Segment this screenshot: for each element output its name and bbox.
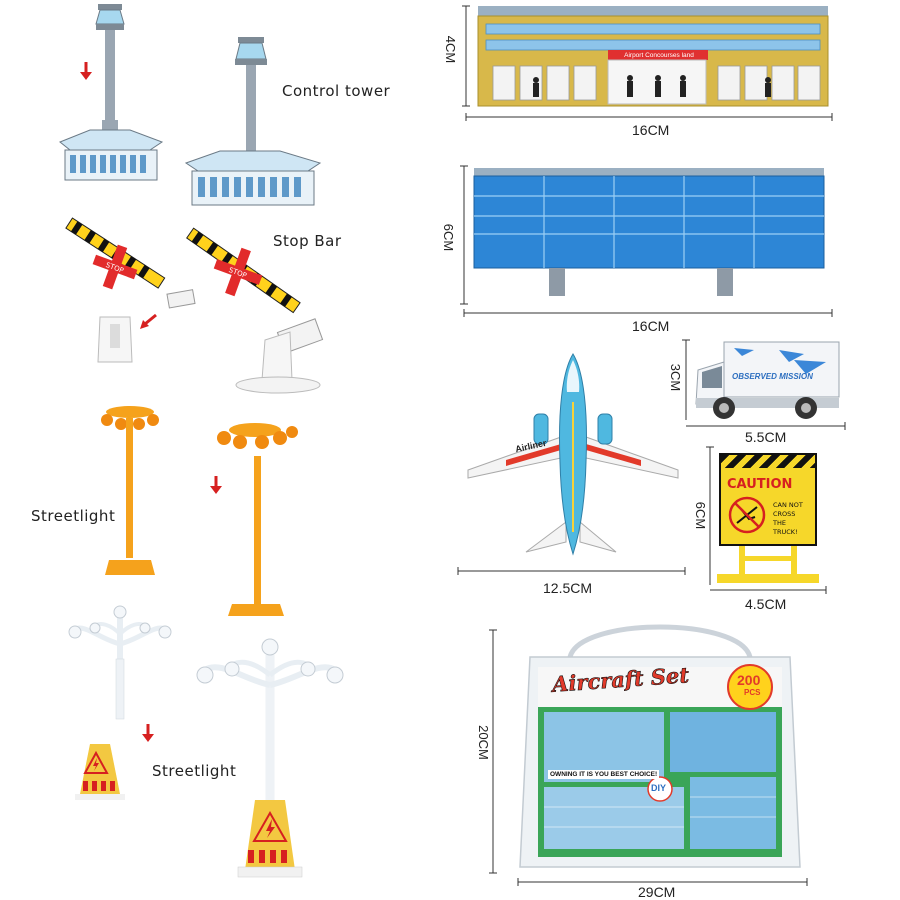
caution-dimension-lines <box>706 446 827 594</box>
caution-line-2: CROSS <box>773 510 796 518</box>
blue-building-width-label: 16CM <box>632 318 670 334</box>
bag-dimension-lines <box>489 629 808 886</box>
caution-sign-stand <box>717 546 819 583</box>
caution-sign: CAUTION CAN NOT CROSS THE TRUCK! <box>719 453 817 546</box>
bag-pcs-unit: PCS <box>744 688 761 697</box>
control-tower-assembled <box>184 37 322 206</box>
blue-building <box>473 168 825 296</box>
bag-slogan: OWNING IT IS YOU BEST CHOICE! <box>548 770 660 779</box>
aircraft-set-bag <box>519 624 801 868</box>
bag-diy-badge: DIY <box>651 783 667 793</box>
terminal-building <box>477 6 829 107</box>
terminal-dimension-lines <box>462 5 833 121</box>
airplane-dimension-line <box>457 567 686 575</box>
down-arrow-icon <box>142 724 154 742</box>
caution-title: CAUTION <box>727 477 793 492</box>
stop-bar-assembled: STOP <box>186 227 324 394</box>
label-streetlight-1: Streetlight <box>31 507 116 525</box>
blue-building-dimension-lines <box>460 165 833 317</box>
streetlight-orange-part <box>217 423 298 616</box>
airplane-width-label: 12.5CM <box>543 580 593 596</box>
caution-line-4: TRUCK! <box>773 528 798 536</box>
caution-stripes <box>721 455 815 468</box>
caution-line-3: THE <box>773 519 786 527</box>
label-streetlight-2: Streetlight <box>152 762 237 780</box>
truck-height-label: 3CM <box>668 363 684 392</box>
terminal-sign: Airport Concourses land <box>624 52 694 59</box>
toy-truck <box>695 341 840 419</box>
terminal-height-label: 4CM <box>443 35 459 64</box>
streetlight-orange-assembled <box>101 406 159 575</box>
truck-width-label: 5.5CM <box>745 429 787 445</box>
bag-width-label: 29CM <box>638 884 676 900</box>
truck-side-text: OBSERVED MISSION <box>732 372 813 381</box>
down-arrow-icon <box>80 62 92 80</box>
label-stop-bar: Stop Bar <box>273 232 342 250</box>
caution-height-label: 6CM <box>693 501 709 530</box>
caution-line-1: CAN NOT <box>773 501 803 509</box>
electric-warning-icon <box>83 750 109 774</box>
no-hand-truck-icon <box>728 496 766 534</box>
label-control-tower: Control tower <box>282 82 391 100</box>
toy-airplane <box>467 353 679 556</box>
truck-dimension-lines <box>682 339 846 430</box>
blue-building-height-label: 6CM <box>441 223 457 252</box>
diagonal-arrow-icon <box>140 313 157 329</box>
stop-bar-part-left: STOP <box>65 217 196 363</box>
streetlight-white-assembled <box>196 638 344 878</box>
terminal-width-label: 16CM <box>632 122 670 138</box>
control-tower-part-left <box>59 4 164 181</box>
caution-width-label: 4.5CM <box>745 596 787 612</box>
bag-height-label: 20CM <box>475 725 491 760</box>
bag-pcs-count: 200 <box>737 672 761 688</box>
down-arrow-icon <box>210 476 222 494</box>
streetlight-white-part <box>68 605 172 800</box>
